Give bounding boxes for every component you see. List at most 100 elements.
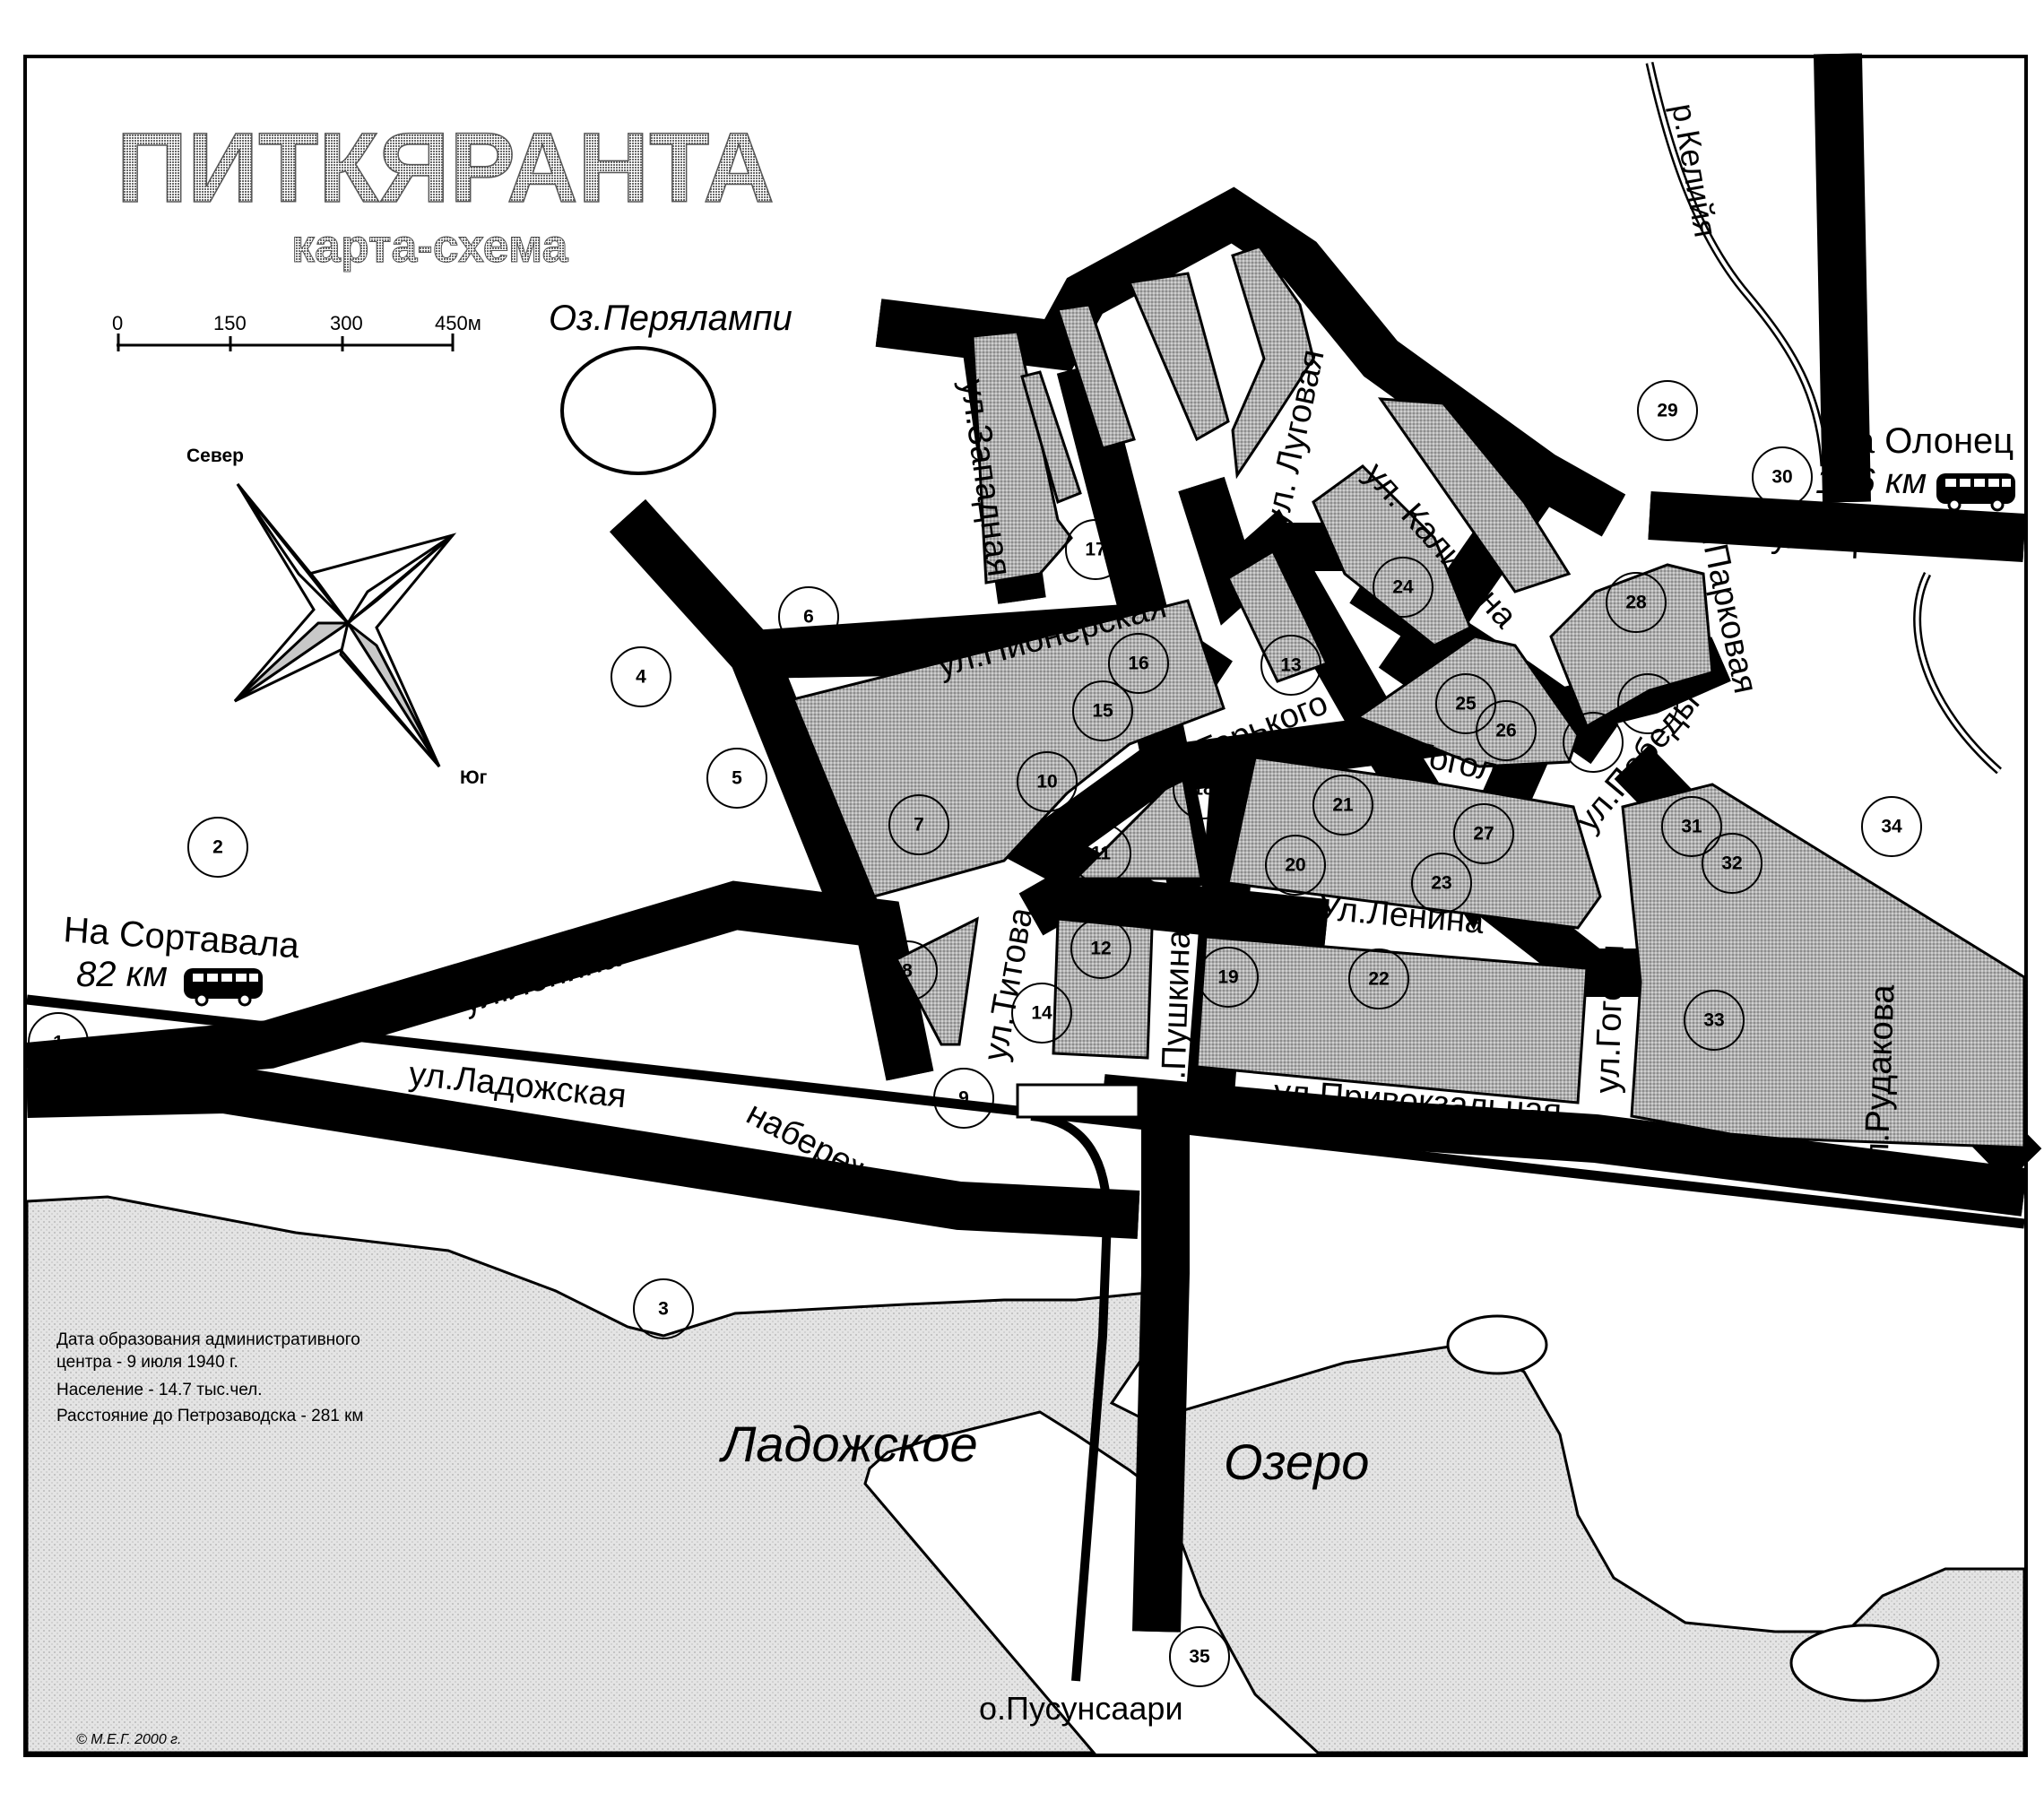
map-marker-circle bbox=[1260, 635, 1321, 696]
map-marker-circle bbox=[633, 1278, 694, 1339]
map-marker-label: 28 bbox=[1625, 593, 1647, 613]
map-marker[interactable]: 36 bbox=[1563, 712, 1624, 773]
map-marker-circle bbox=[1606, 572, 1667, 633]
map-marker-circle bbox=[1861, 796, 1922, 857]
info-block: Дата образования административного центр… bbox=[56, 1330, 363, 1425]
map-marker[interactable]: 22 bbox=[1348, 948, 1409, 1009]
map-marker-circle bbox=[1563, 712, 1624, 773]
map-marker-label: 37 bbox=[1637, 694, 1658, 715]
river-keliyya bbox=[1645, 62, 2002, 775]
map-marker[interactable]: 26 bbox=[1476, 700, 1537, 761]
map-marker-label: 14 bbox=[1031, 1003, 1052, 1024]
map-marker[interactable]: 4 bbox=[611, 646, 671, 707]
map-marker-label: 20 bbox=[1285, 855, 1305, 876]
map-marker-circle bbox=[1169, 1626, 1230, 1687]
map-marker-label: 29 bbox=[1657, 401, 1677, 421]
map-marker[interactable]: 24 bbox=[1373, 557, 1433, 618]
map-marker[interactable]: 29 bbox=[1637, 380, 1698, 441]
map-marker-circle bbox=[1348, 948, 1409, 1009]
map-marker[interactable]: 21 bbox=[1312, 775, 1373, 836]
map-marker-circle bbox=[28, 1012, 89, 1073]
scale-tick-label: 150 bbox=[213, 312, 247, 334]
info-line: Дата образования административного bbox=[56, 1330, 360, 1349]
map-marker-label: 18 bbox=[1192, 779, 1214, 800]
map-marker[interactable]: 14 bbox=[1011, 983, 1072, 1044]
map-marker[interactable]: 10 bbox=[1017, 751, 1078, 812]
compass-rose-icon bbox=[233, 483, 457, 767]
map-marker[interactable]: 3 bbox=[633, 1278, 694, 1339]
info-line: центра - 9 июля 1940 г. bbox=[56, 1353, 238, 1372]
lake-peryalampi bbox=[560, 346, 716, 475]
map-marker[interactable]: 20 bbox=[1265, 835, 1326, 896]
map-marker[interactable]: 30 bbox=[1752, 446, 1813, 507]
map-marker[interactable]: 9 bbox=[933, 1068, 994, 1129]
map-marker-circle bbox=[1173, 758, 1234, 819]
map-marker-circle bbox=[933, 1068, 994, 1129]
lake-peryalampi-label: Оз.Перялампи bbox=[549, 299, 792, 338]
copyright-label: © М.Е.Г. 2000 г. bbox=[76, 1732, 182, 1747]
map-marker-circle bbox=[1752, 446, 1813, 507]
map-marker-label: 10 bbox=[1036, 772, 1057, 793]
street-label: ул.Рудакова bbox=[1858, 983, 1902, 1180]
map-marker[interactable]: 8 bbox=[877, 940, 938, 1001]
ozero-label: Озеро bbox=[1224, 1434, 1369, 1490]
map-marker-label: 19 bbox=[1217, 967, 1238, 988]
map-marker-label: 30 bbox=[1771, 467, 1792, 488]
map-marker[interactable]: 11 bbox=[1070, 823, 1131, 884]
map-marker-circle bbox=[611, 646, 671, 707]
map-marker[interactable]: 6 bbox=[778, 586, 839, 647]
map-marker[interactable]: 16 bbox=[1108, 633, 1169, 694]
map-marker-label: 12 bbox=[1090, 939, 1111, 959]
info-line: Расстояние до Петрозаводска - 281 км bbox=[56, 1407, 363, 1425]
map-marker[interactable]: 31 bbox=[1661, 796, 1722, 857]
map-marker[interactable]: 15 bbox=[1072, 680, 1133, 741]
map-marker[interactable]: 23 bbox=[1411, 853, 1472, 914]
bus-icon bbox=[1936, 473, 2015, 512]
map-marker[interactable]: 2 bbox=[187, 817, 248, 878]
map-marker[interactable]: 12 bbox=[1070, 918, 1131, 979]
map-marker-label: 6 bbox=[803, 607, 814, 628]
map-marker-circle bbox=[1453, 803, 1514, 864]
map-title: ПИТКЯРАНТА bbox=[117, 113, 775, 223]
map-marker[interactable]: 18 bbox=[1173, 758, 1234, 819]
map-marker[interactable]: 27 bbox=[1453, 803, 1514, 864]
map-marker-label: 5 bbox=[732, 768, 742, 789]
map-marker[interactable]: 17 bbox=[1065, 519, 1126, 580]
map-marker[interactable]: 37 bbox=[1617, 673, 1678, 734]
map-marker-label: 4 bbox=[636, 667, 646, 688]
info-line: Население - 14.7 тыс.чел. bbox=[56, 1381, 263, 1399]
map-marker-label: 9 bbox=[958, 1088, 969, 1109]
city-blocks bbox=[791, 245, 2026, 1149]
map-marker-label: 15 bbox=[1092, 701, 1113, 722]
map-marker-label: 25 bbox=[1455, 694, 1477, 715]
map-marker-label: 11 bbox=[1091, 844, 1112, 864]
map-marker-circle bbox=[1661, 796, 1722, 857]
map-marker-label: 35 bbox=[1189, 1647, 1210, 1667]
map-marker[interactable]: 35 bbox=[1169, 1626, 1230, 1687]
map-marker[interactable]: 7 bbox=[888, 794, 949, 855]
map-marker-circle bbox=[1617, 673, 1678, 734]
map-marker[interactable]: 5 bbox=[706, 748, 767, 809]
map-marker-circle bbox=[1108, 633, 1169, 694]
map-marker[interactable]: 34 bbox=[1861, 796, 1922, 857]
direction-east-distance: 126 км bbox=[1815, 462, 1927, 501]
map-marker[interactable]: 1 bbox=[28, 1012, 89, 1073]
direction-west-distance: 82 км bbox=[76, 955, 168, 994]
map-marker[interactable]: 19 bbox=[1198, 947, 1259, 1008]
map-marker-label: 13 bbox=[1280, 655, 1301, 676]
map-marker-label: 36 bbox=[1582, 732, 1603, 753]
map-marker-circle bbox=[1070, 823, 1131, 884]
map-marker-label: 32 bbox=[1721, 853, 1742, 874]
map-marker[interactable]: 32 bbox=[1702, 833, 1763, 894]
map-marker[interactable]: 28 bbox=[1606, 572, 1667, 633]
map-marker-label: 7 bbox=[914, 815, 924, 836]
map-marker-circle bbox=[1265, 835, 1326, 896]
ladoga-label: Ладожское bbox=[719, 1416, 978, 1472]
map-marker-label: 34 bbox=[1881, 817, 1902, 837]
map-marker[interactable]: 33 bbox=[1684, 990, 1745, 1051]
map-marker-circle bbox=[1017, 751, 1078, 812]
map-marker[interactable]: 13 bbox=[1260, 635, 1321, 696]
map-marker-label: 24 bbox=[1392, 577, 1414, 598]
map-marker-circle bbox=[1373, 557, 1433, 618]
map-marker-label: 22 bbox=[1368, 969, 1389, 990]
